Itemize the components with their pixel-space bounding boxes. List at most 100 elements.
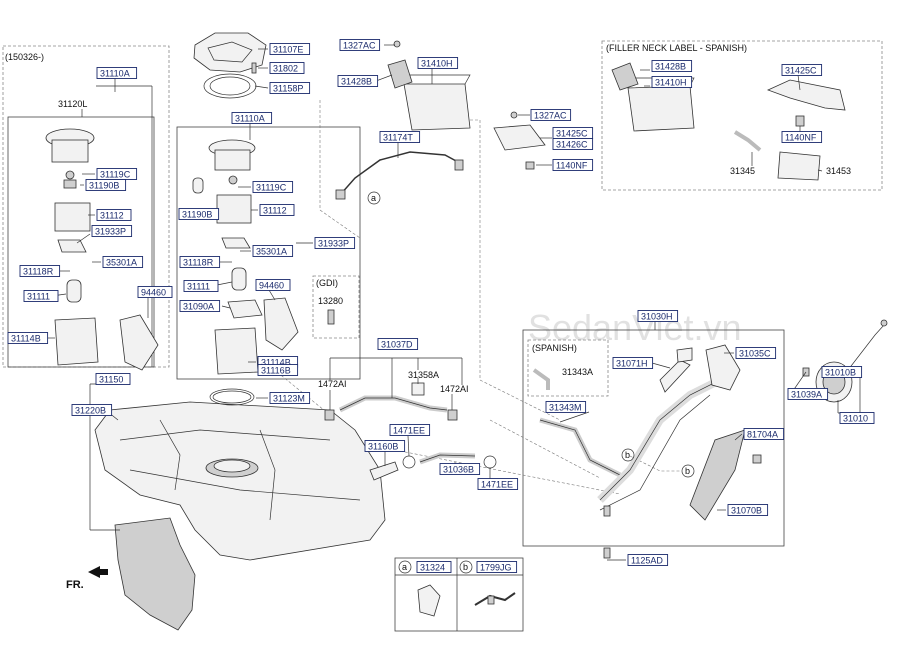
- part-number-callout: 31324: [416, 561, 452, 573]
- callout-text: 31116B: [261, 365, 291, 375]
- callout-box: [252, 245, 294, 257]
- part-number-callout: 31114B: [7, 332, 49, 344]
- left-pump-module: [45, 128, 159, 371]
- part-number-callout: 31110A: [96, 67, 138, 79]
- part-number-callout: 31425C: [552, 127, 594, 139]
- callout-text: 31428B: [341, 76, 372, 86]
- callout-text: 31118R: [183, 257, 214, 267]
- part-number-callout: 94460: [255, 279, 291, 291]
- callout-text: 31114B: [11, 333, 41, 343]
- callout-text: 31118R: [23, 266, 54, 276]
- part-number-callout: 31428B: [337, 75, 379, 87]
- callout-text: 31111: [187, 281, 210, 291]
- callout-box: [102, 256, 144, 268]
- part-number-callout: 31160B: [364, 440, 406, 452]
- callout-text: 1125AD: [631, 555, 663, 565]
- callout-box: [179, 256, 221, 268]
- plain-part-label: 31453: [826, 166, 851, 176]
- vapor-hose: [335, 151, 464, 200]
- small-screw: [251, 62, 257, 74]
- filler-neck: [532, 344, 762, 559]
- watermark-text: SedanViet.vn: [528, 307, 742, 348]
- callout-text: 31190B: [89, 180, 119, 190]
- callout-box: [637, 310, 679, 322]
- callout-box: [439, 463, 481, 475]
- callout-box: [552, 138, 594, 150]
- plain-part-label: 31345: [730, 166, 755, 176]
- callout-box: [179, 300, 221, 312]
- callout-box: [612, 357, 654, 369]
- callout-box: [71, 404, 113, 416]
- part-number-callout: 1471EE: [477, 478, 519, 490]
- part-number-callout: 1799JG: [476, 561, 518, 573]
- plain-labels: 31120L132801472AI31358A1472AI31343A31345…: [58, 99, 851, 394]
- callout-text: 31030H: [641, 311, 673, 321]
- plain-part-label: 13280: [318, 296, 343, 306]
- callout-box: [743, 428, 785, 440]
- part-number-callout: 31010: [839, 412, 875, 424]
- callout-text: 31071H: [616, 358, 648, 368]
- callout-text: 31110A: [100, 68, 130, 78]
- callout-text: 31037D: [381, 339, 413, 349]
- callout-box: [781, 131, 823, 143]
- part-number-callout: 31123M: [269, 392, 311, 404]
- part-number-callout: 31107E: [269, 43, 311, 55]
- callout-text: 1327AC: [534, 110, 567, 120]
- callout-text: 31112: [100, 210, 124, 220]
- callout-text: 81704A: [747, 429, 778, 439]
- callout-box: [727, 504, 769, 516]
- callout-text: 31110A: [235, 113, 265, 123]
- callout-text: 94460: [259, 280, 284, 290]
- plain-part-label: 31358A: [408, 370, 439, 380]
- part-number-callout: 35301A: [102, 256, 144, 268]
- part-number-callout: 31119C: [252, 181, 294, 193]
- part-number-callout: 81704A: [743, 428, 785, 440]
- callout-box: [416, 561, 452, 573]
- callout-box: [96, 67, 138, 79]
- part-number-callout: 31070B: [727, 504, 769, 516]
- note-gdi: (GDI): [316, 278, 338, 288]
- callout-box: [231, 112, 273, 124]
- part-number-callout: 31111: [23, 290, 59, 302]
- part-number-callout: 31428B: [651, 60, 693, 72]
- cover-seal-ring: [203, 73, 257, 99]
- part-number-callout: 31426C: [552, 138, 594, 150]
- part-number-callout: 31158P: [269, 82, 311, 94]
- callout-box: [545, 401, 587, 413]
- callout-box: [651, 76, 693, 88]
- callout-box: [377, 338, 419, 350]
- callout-box: [821, 366, 863, 378]
- part-number-callout: 31343M: [545, 401, 587, 413]
- callout-text: 31035C: [739, 348, 771, 358]
- note-filler-neck-spanish: (FILLER NECK LABEL - SPANISH): [606, 43, 747, 53]
- canister: [387, 40, 546, 170]
- callout-box: [269, 62, 305, 74]
- callout-text: 94460: [141, 287, 166, 297]
- front-arrow: FR.: [66, 566, 108, 591]
- callout-box: [389, 424, 431, 436]
- part-number-callout: 31933P: [91, 225, 133, 237]
- callout-box: [91, 225, 133, 237]
- callout-box: [552, 159, 594, 171]
- callout-box: [96, 209, 132, 221]
- part-number-callout: 1140NF: [781, 131, 823, 143]
- part-number-callout: 31030H: [637, 310, 679, 322]
- service-cover: [193, 32, 267, 73]
- callout-box: [735, 347, 777, 359]
- callout-box: [339, 39, 381, 51]
- part-number-callout: 1140NF: [552, 159, 594, 171]
- callout-text: 1327AC: [343, 40, 376, 50]
- callout-text: 31425C: [785, 65, 817, 75]
- callout-box: [255, 279, 291, 291]
- gasket-ring: [209, 388, 255, 406]
- callout-text: 31107E: [273, 44, 303, 54]
- legend-parts: [417, 584, 516, 617]
- part-number-callout: 31010B: [821, 366, 863, 378]
- front-arrow-label: FR.: [66, 579, 84, 591]
- part-number-callout: 1471EE: [389, 424, 431, 436]
- part-number-callout: 1327AC: [339, 39, 381, 51]
- note-spanish: (SPANISH): [532, 343, 577, 353]
- callout-text: 31190B: [182, 209, 212, 219]
- part-number-callout: 31425C: [781, 64, 823, 76]
- callout-box: [269, 82, 311, 94]
